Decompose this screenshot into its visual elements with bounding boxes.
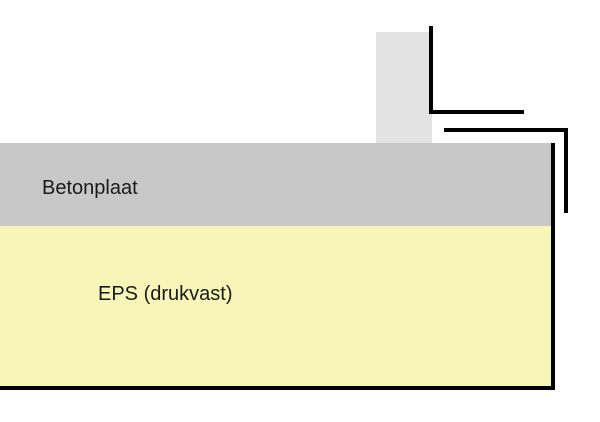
edge-flashing-profile (444, 128, 568, 213)
eps-insulation-layer (0, 226, 553, 388)
upstand-wall (376, 32, 432, 143)
insulation-outline (0, 143, 555, 390)
concrete-slab-layer (0, 143, 553, 226)
eps-insulation-label: EPS (drukvast) (98, 283, 233, 305)
upper-l-profile (429, 26, 524, 114)
concrete-slab-label: Betonplaat (42, 177, 138, 199)
